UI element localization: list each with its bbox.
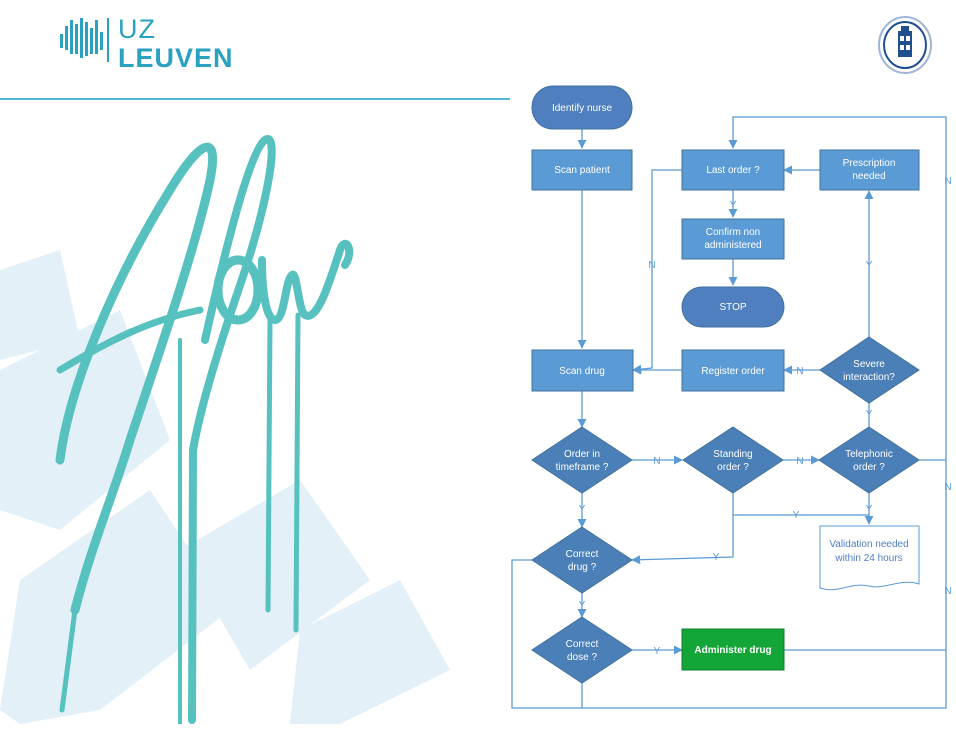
node-severe-label-2: interaction?: [843, 372, 895, 383]
node-timeframe-label-1: Order in: [564, 449, 600, 460]
node-confirm-label-2: administered: [704, 240, 761, 251]
header-divider: [0, 98, 510, 100]
label-y-confirm: Y: [730, 200, 737, 211]
node-severe-label-1: Severe: [853, 359, 885, 370]
node-standing-label-1: Standing: [713, 449, 752, 460]
node-severe-interaction: Severe interaction?: [819, 336, 920, 404]
node-correct-dose: Correct dose ?: [531, 616, 633, 684]
label-y-drug: Y: [579, 600, 586, 611]
label-y-telephonic-up: Y: [866, 409, 873, 420]
node-last-order: Last order ?: [681, 149, 785, 191]
label-y-timeframe: Y: [579, 504, 586, 515]
flow-artwork: flow: [0, 110, 520, 729]
node-order-in-timeframe: Order in timeframe ?: [531, 426, 633, 494]
node-validation-label-2: within 24 hours: [834, 553, 902, 564]
edge-standing-validation: [732, 493, 869, 516]
label-n-right-bottom: N: [944, 586, 951, 597]
label-n-timeframe: N: [653, 456, 660, 467]
edge-lastorder-no: [632, 169, 682, 374]
edge-labels: Y N N Y Y N N Y Y Y Y Y Y N N N: [579, 176, 952, 657]
node-telephonic-label-2: order ?: [853, 462, 885, 473]
label-y-validation: Y: [793, 510, 800, 521]
logo-text-uz: UZ: [118, 14, 156, 44]
node-prescription-label-1: Prescription: [843, 158, 896, 169]
label-n-lastorder: N: [648, 260, 655, 271]
node-register-order-label: Register order: [701, 366, 765, 377]
node-correct-dose-label-1: Correct: [566, 639, 599, 650]
node-telephonic-label-1: Telephonic: [845, 449, 893, 460]
label-n-right-middle: N: [944, 482, 951, 493]
connectors: [511, 116, 947, 709]
node-timeframe-label-2: timeframe ?: [556, 462, 609, 473]
edge-standing-yes: [631, 515, 734, 565]
node-administer-drug: Administer drug: [681, 628, 785, 671]
node-correct-drug-label-2: drug ?: [568, 562, 597, 573]
node-stop-label: STOP: [719, 302, 746, 313]
node-scan-patient: Scan patient: [531, 149, 633, 191]
node-administer-label: Administer drug: [694, 645, 771, 656]
label-y-standing: Y: [713, 552, 720, 563]
node-scan-patient-label: Scan patient: [554, 165, 610, 176]
uz-leuven-emblem-icon: [60, 18, 109, 62]
node-validation-label-1: Validation needed: [829, 539, 908, 550]
background-map-shapes: [0, 250, 450, 724]
logo-text-leuven: LEUVEN: [118, 43, 234, 73]
label-y-telephonic-down: Y: [866, 504, 873, 515]
node-identify-nurse-label: Identify nurse: [552, 103, 612, 114]
node-confirm-non-administered: Confirm non administered: [681, 218, 785, 260]
node-last-order-label: Last order ?: [706, 165, 760, 176]
node-scan-drug: Scan drug: [531, 349, 634, 392]
node-telephonic-order: Telephonic order ?: [818, 426, 920, 494]
label-y-dose: Y: [654, 646, 661, 657]
node-confirm-label-1: Confirm non: [706, 227, 760, 238]
uz-leuven-logo: UZ LEUVEN: [58, 14, 248, 78]
edge-drug-no-loop: [511, 116, 947, 709]
label-y-severe: Y: [866, 260, 873, 271]
node-standing-label-2: order ?: [717, 462, 749, 473]
label-n-severe: N: [796, 366, 803, 377]
node-correct-dose-label-2: dose ?: [567, 652, 597, 663]
node-validation-needed: Validation needed within 24 hours: [819, 525, 920, 591]
node-stop: STOP: [681, 286, 785, 328]
node-correct-drug: Correct drug ?: [531, 526, 633, 594]
label-n-right-top: N: [944, 176, 951, 187]
node-register-order: Register order: [681, 349, 785, 392]
node-scan-drug-label: Scan drug: [559, 366, 605, 377]
node-identify-nurse: Identify nurse: [531, 85, 633, 130]
flow-lettering: [55, 135, 354, 729]
node-correct-drug-label-1: Correct: [566, 549, 599, 560]
label-n-standing: N: [796, 456, 803, 467]
node-standing-order: Standing order ?: [682, 426, 784, 494]
node-prescription-needed: Prescription needed: [819, 149, 920, 191]
university-seal-icon: [876, 14, 934, 76]
node-prescription-label-2: needed: [852, 171, 885, 182]
